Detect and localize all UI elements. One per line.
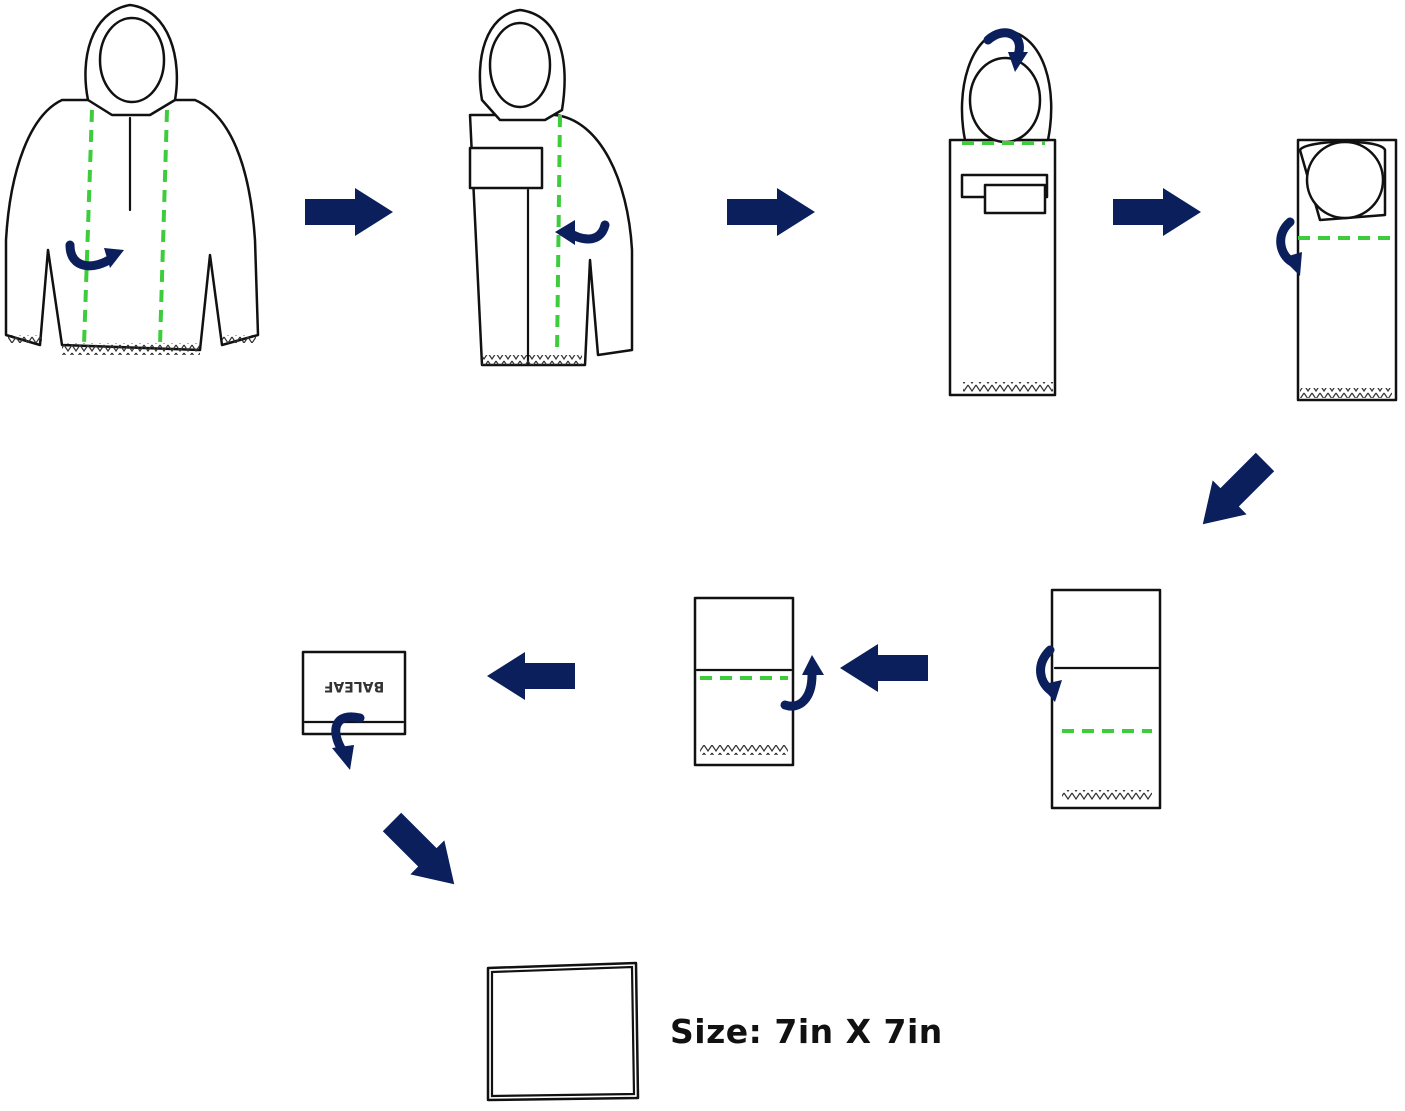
step4-hood-folded <box>1276 138 1398 402</box>
arrow-down-left <box>1185 445 1282 542</box>
arrow-down-right <box>375 805 472 902</box>
logo-baleaf: BALEAF <box>324 678 384 694</box>
step1-hoodie <box>4 3 260 355</box>
step6-folded-again <box>693 596 824 767</box>
arrow-right-2 <box>727 188 815 236</box>
step7-small-square: BALEAF <box>301 650 407 770</box>
step5-folded-in-half <box>1036 588 1162 810</box>
arrow-left-1 <box>840 644 928 692</box>
arrow-left-2 <box>487 652 575 700</box>
arrow-right-3 <box>1113 188 1201 236</box>
step2-hoodie-folded <box>468 8 634 367</box>
step3-sleeves-folded <box>948 28 1057 397</box>
size-label: Size: 7in X 7in <box>670 1012 943 1051</box>
step8-final-square <box>486 961 640 1102</box>
arrow-right-1 <box>305 188 393 236</box>
